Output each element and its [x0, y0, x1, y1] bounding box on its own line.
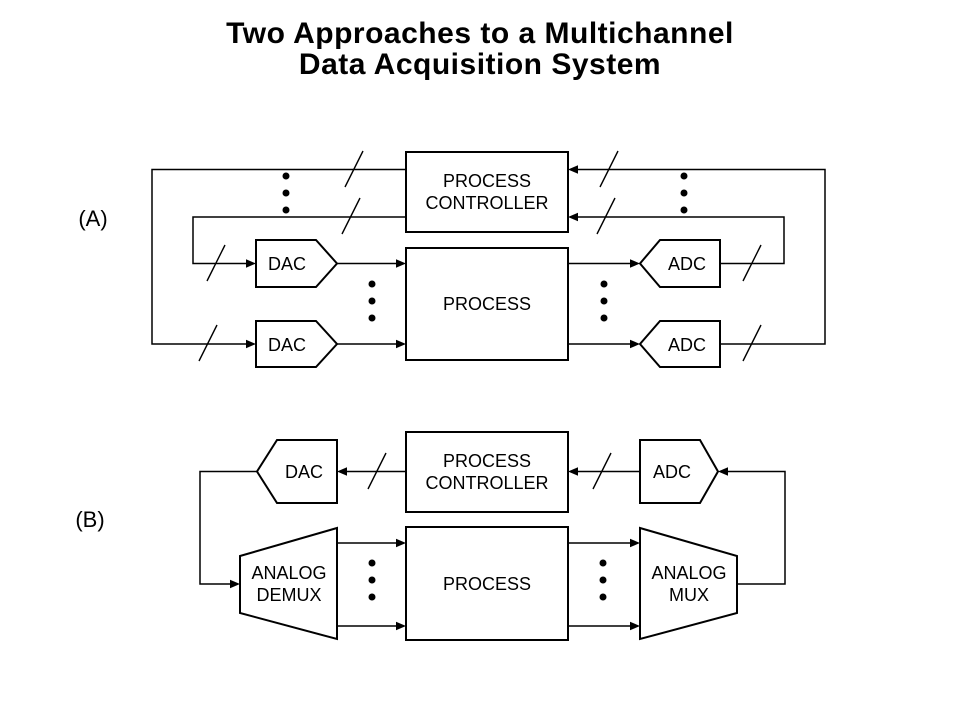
analog-demux-label: ANALOG DEMUX [251, 562, 326, 606]
ellipsis-dot [368, 314, 376, 322]
ellipsis-dot [368, 593, 376, 601]
ellipsis-dot [282, 189, 290, 197]
arrowhead [396, 621, 406, 631]
analog-mux-label: ANALOG MUX [651, 562, 726, 606]
analog-mux-line2: MUX [669, 585, 709, 605]
process-a-box [405, 247, 569, 361]
analog-demux-line2: DEMUX [256, 585, 322, 605]
process-controller-b-box [405, 431, 569, 513]
arrowhead [718, 467, 728, 476]
arrowhead [337, 467, 347, 476]
adc-bottom-label: ADC [667, 335, 707, 355]
diagram-a-bus-slashes [198, 150, 762, 362]
bus-slash [742, 244, 762, 282]
adc-bottom-shape [638, 320, 721, 368]
adc-top-shape [638, 239, 721, 288]
arrowhead [396, 259, 406, 268]
arrowhead [396, 538, 406, 548]
analog-demux-shape [239, 526, 338, 641]
arrowhead [568, 212, 578, 222]
ellipsis-dot [600, 297, 608, 305]
process-controller-a-box [405, 151, 569, 233]
bus-slash [198, 324, 218, 362]
dac-bottom-label: DAC [267, 335, 307, 355]
wire-pc-a-to-dac-top [192, 216, 406, 265]
slide-title-line1: Two Approaches to a Multichannel [226, 17, 734, 50]
ellipsis-dot [368, 576, 376, 584]
dac-bottom-shape [255, 320, 339, 368]
diagram-a-ellipsis-dots [282, 172, 688, 322]
wire-mux-to-adc [726, 470, 786, 585]
arrowhead [396, 339, 406, 349]
diagram-a-shapes [255, 151, 721, 368]
adc-b-label: ADC [652, 462, 692, 482]
ellipsis-dot [599, 576, 607, 584]
ellipsis-dot [680, 206, 688, 214]
diagram-a-label: (A) [78, 206, 108, 231]
slide-title: Two Approaches to a Multichannel Data Ac… [0, 18, 960, 80]
diagram-b-bus-slashes [367, 452, 612, 490]
ellipsis-dot [368, 297, 376, 305]
analog-mux-line1: ANALOG [651, 563, 727, 583]
process-controller-a-line1: PROCESS [442, 171, 532, 191]
arrowhead [630, 538, 640, 548]
process-controller-b-line1: PROCESS [442, 451, 532, 471]
diagram-b-label: (B) [75, 507, 105, 532]
process-a-label: PROCESS [442, 294, 532, 314]
bus-slash [592, 452, 612, 490]
diagram-a-wires [151, 165, 826, 349]
adc-top-label: ADC [667, 254, 707, 274]
ellipsis-dot [282, 206, 290, 214]
process-controller-a-label: PROCESS CONTROLLER [425, 170, 548, 214]
arrowhead [568, 165, 578, 174]
ellipsis-dot [680, 189, 688, 197]
ellipsis-dot [600, 280, 608, 288]
wire-adc-bottom-to-pc-a [576, 168, 826, 345]
wire-dac-to-demux [199, 470, 257, 585]
arrowhead [230, 579, 240, 589]
analog-mux-shape [639, 526, 738, 641]
arrowhead [246, 259, 256, 268]
process-b-label: PROCESS [442, 574, 532, 594]
dac-top-shape [255, 239, 339, 288]
ellipsis-dot [282, 172, 290, 180]
bus-slash [367, 452, 387, 490]
arrowhead [246, 339, 256, 349]
wire-pc-a-to-dac-bottom [151, 168, 406, 345]
dac-top-label: DAC [267, 254, 307, 274]
ellipsis-dot [368, 559, 376, 567]
adc-b-shape [639, 439, 720, 504]
dac-b-shape [255, 439, 338, 504]
bus-slash [596, 197, 616, 235]
bus-slash [341, 197, 361, 235]
bus-slash [599, 150, 619, 188]
arrowhead [630, 621, 640, 631]
process-controller-b-line2: CONTROLLER [425, 473, 549, 493]
ellipsis-dot [368, 280, 376, 288]
process-b-box [405, 526, 569, 641]
arrowhead [630, 259, 640, 268]
slide-title-line2: Data Acquisition System [298, 48, 662, 81]
ellipsis-dot [599, 593, 607, 601]
arrowhead [568, 467, 578, 476]
arrowhead [630, 339, 640, 349]
bus-slash [344, 150, 364, 188]
bus-slash [206, 244, 226, 282]
process-controller-b-label: PROCESS CONTROLLER [425, 450, 548, 494]
ellipsis-dot [680, 172, 688, 180]
dac-b-label: DAC [284, 462, 324, 482]
bus-slash [742, 324, 762, 362]
diagram-b-wires [199, 467, 786, 631]
diagram-b-ellipsis-dots [368, 559, 607, 601]
diagram-b-shapes [239, 431, 738, 641]
ellipsis-dot [600, 314, 608, 322]
process-controller-a-line2: CONTROLLER [425, 193, 549, 213]
analog-demux-line1: ANALOG [251, 563, 327, 583]
ellipsis-dot [599, 559, 607, 567]
